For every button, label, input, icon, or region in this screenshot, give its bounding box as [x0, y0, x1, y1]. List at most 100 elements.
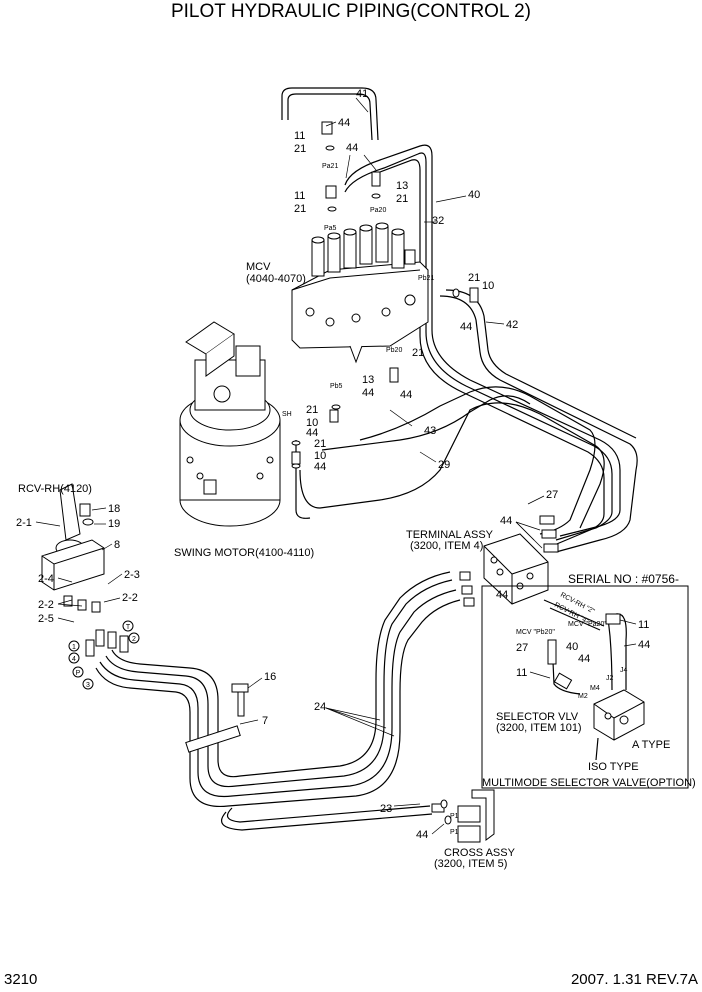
port-sh: SH [282, 411, 292, 418]
a-type-label: A TYPE [632, 739, 670, 751]
callout-11: 11 [294, 130, 305, 142]
rcv-rh-lever [41, 483, 129, 657]
callout-2-2: 2-2 [122, 592, 138, 604]
port-pb5: Pb5 [330, 383, 343, 390]
fittings [291, 121, 559, 825]
callout-24: 24 [314, 701, 326, 713]
mcv-label: MCV [246, 261, 271, 273]
callout-21: 21 [412, 347, 424, 359]
port-j2: J2 [606, 675, 614, 682]
callout-13: 13 [362, 374, 374, 386]
hose-bundle-middle [295, 386, 605, 535]
callout-44: 44 [400, 389, 412, 401]
callout-18: 18 [108, 503, 120, 515]
port-marker-3: 3 [86, 682, 90, 689]
port-marker-4: 4 [72, 656, 76, 663]
callout-11: 11 [638, 619, 649, 631]
port-marker-p: P [76, 670, 81, 677]
terminal-assy-label: TERMINAL ASSY [406, 529, 494, 541]
svg-text:P1: P1 [450, 813, 459, 820]
multimode-option-box [481, 585, 689, 789]
port-j4: J4 [620, 667, 628, 674]
hose-bundle-lower [95, 571, 461, 831]
hose-bundle-upper-right [281, 87, 638, 553]
callout-44: 44 [500, 515, 512, 527]
callout-21: 21 [294, 143, 306, 155]
callout-44: 44 [460, 321, 472, 333]
cross-assy-label: CROSS ASSY [444, 847, 516, 859]
mcv-valve-block [291, 222, 429, 364]
page-number: 3210 [4, 971, 37, 988]
rcv-label: RCV-RH(4120) [18, 483, 92, 495]
callout-44: 44 [362, 387, 374, 399]
callout-40: 40 [566, 641, 578, 653]
selector-vlv-label: SELECTOR VLV [496, 711, 579, 723]
callout-44: 44 [306, 427, 318, 439]
diagram-title: PILOT HYDRAULIC PIPING(CONTROL 2) [171, 1, 531, 22]
callout-13: 13 [396, 180, 408, 192]
callout-2-4: 2-4 [38, 573, 54, 585]
port-marker-t: T [126, 624, 131, 631]
callout-21: 21 [306, 404, 318, 416]
component-labels: MCV (4040-4070) SWING MOTOR(4100-4110) R… [18, 261, 696, 870]
callout-41: 41 [356, 88, 368, 100]
multimode-label: MULTIMODE SELECTOR VALVE(OPTION) [482, 777, 696, 789]
port-pb21: Pb21 [418, 275, 434, 282]
port-m4: M4 [590, 685, 600, 692]
callout-44: 44 [578, 653, 590, 665]
callout-44: 44 [416, 829, 428, 841]
callout-21: 21 [294, 203, 306, 215]
leader-lines [35, 97, 637, 835]
callout-27: 27 [546, 489, 558, 501]
part-callouts: 41 44 11 21 44 13 21 40 11 21 32 21 10 4… [16, 88, 650, 841]
callout-10: 10 [314, 450, 326, 462]
port-mcv-pa20: MCV "Pa20" [568, 621, 607, 628]
port-mcv-pb20: MCV "Pb20" [516, 629, 555, 636]
callout-32: 32 [432, 215, 444, 227]
callout-44: 44 [314, 461, 326, 473]
callout-11: 11 [294, 190, 305, 202]
date-revision: 2007. 1.31 REV.7A [571, 971, 698, 988]
port-m2: M2 [578, 693, 588, 700]
callout-2-5: 2-5 [38, 613, 54, 625]
port-pb20: Pb20 [386, 347, 402, 354]
selector-ref-label: (3200, ITEM 101) [496, 722, 582, 734]
callout-19: 19 [108, 518, 120, 530]
callout-23: 23 [380, 803, 392, 815]
callout-10: 10 [306, 417, 318, 429]
callout-44: 44 [346, 142, 358, 154]
callout-44: 44 [338, 117, 350, 129]
iso-type-label: ISO TYPE [588, 761, 639, 773]
port-pa20: Pa20 [370, 207, 386, 214]
callout-16: 16 [264, 671, 276, 683]
callout-2-3: 2-3 [124, 569, 140, 581]
callout-42: 42 [506, 319, 518, 331]
callout-11: 11 [516, 667, 527, 679]
callout-8: 8 [114, 539, 120, 551]
swing-motor [179, 321, 281, 527]
cross-assy: P1 P1 [450, 789, 495, 843]
callout-44: 44 [638, 639, 650, 651]
callout-44: 44 [496, 589, 508, 601]
callout-2-1: 2-1 [16, 517, 32, 529]
callout-43: 43 [424, 425, 436, 437]
swing-motor-label: SWING MOTOR(4100-4110) [174, 547, 314, 559]
callout-21: 21 [396, 193, 408, 205]
cross-assy-ref-label: (3200, ITEM 5) [434, 858, 507, 870]
callout-21: 21 [314, 438, 326, 450]
mcv-range-label: (4040-4070) [246, 273, 306, 285]
svg-text:P1: P1 [450, 829, 459, 836]
serial-no-label: SERIAL NO : #0756- [568, 572, 679, 586]
callout-2-2: 2-2 [38, 599, 54, 611]
rcv-port-markers: 1 4 P 3 T 2 [68, 620, 140, 690]
terminal-assy-ref-label: (3200, ITEM 4) [410, 540, 483, 552]
callout-21: 21 [468, 272, 480, 284]
port-pa5: Pa5 [324, 225, 337, 232]
callout-40: 40 [468, 189, 480, 201]
callout-7: 7 [262, 715, 268, 727]
callout-27: 27 [516, 642, 528, 654]
port-marker-1: 1 [72, 644, 76, 651]
port-pa21: Pa21 [322, 163, 338, 170]
callout-10: 10 [482, 280, 494, 292]
